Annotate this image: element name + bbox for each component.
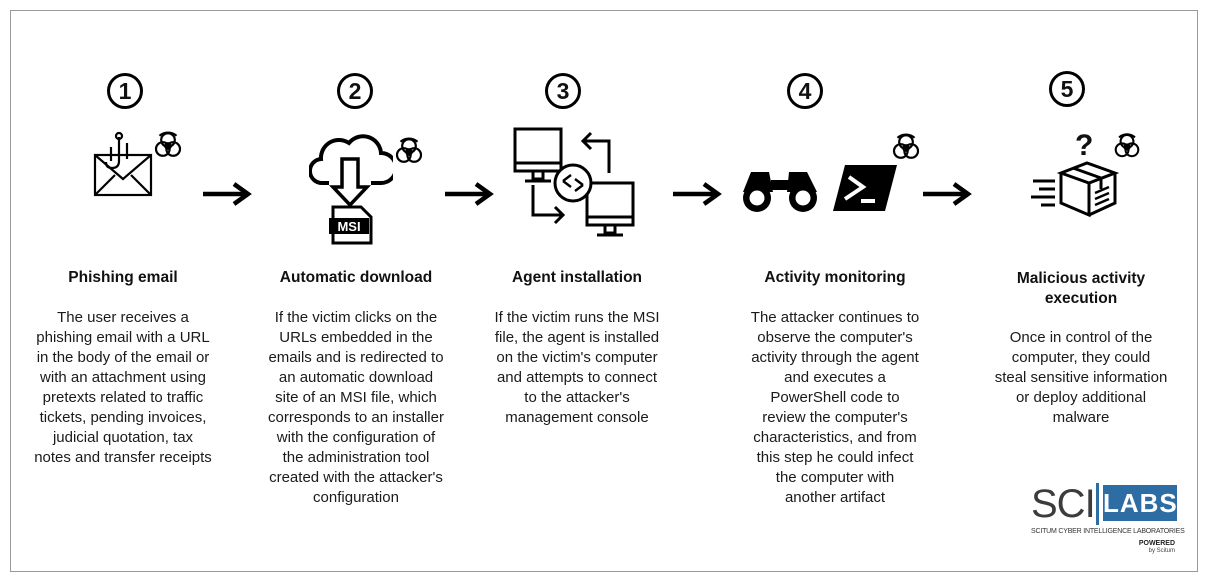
biohazard-icon <box>889 131 923 165</box>
remote-connection-icon <box>513 127 635 237</box>
step-number-1: 1 <box>107 73 143 109</box>
logo-sci-text: SCI <box>1031 482 1096 526</box>
logo-by: by Scitum <box>1148 548 1175 554</box>
logo-labs-badge: LABS <box>1103 485 1177 521</box>
step-number-4: 4 <box>787 73 823 109</box>
cloud-download-icon: MSI <box>309 134 393 245</box>
step-number-3: 3 <box>545 73 581 109</box>
msi-file-icon: MSI <box>329 205 373 245</box>
step-number-2: 2 <box>337 73 373 109</box>
step-title: Malicious activity execution <box>1016 270 1146 307</box>
step-title: Automatic download <box>279 269 433 286</box>
step-title: Phishing email <box>68 269 178 286</box>
svg-text:MSI: MSI <box>337 219 360 234</box>
arrow-right-icon <box>921 181 973 207</box>
biohazard-icon <box>1111 131 1143 163</box>
scilabs-logo: SCI LABS SCITUM CYBER INTELLIGENCE LABOR… <box>1031 481 1185 561</box>
arrow-right-icon <box>443 181 495 207</box>
step-number-5: 5 <box>1049 71 1085 107</box>
arrow-right-icon <box>201 181 253 207</box>
logo-powered: POWERED <box>1138 540 1175 547</box>
unknown-package-icon <box>1031 161 1120 218</box>
powershell-icon <box>833 165 897 211</box>
phishing-email-icon <box>93 131 153 197</box>
question-mark-icon: ? <box>1075 129 1094 162</box>
biohazard-icon <box>392 135 426 169</box>
logo-tagline: SCITUM CYBER INTELLIGENCE LABORATORIES <box>1031 528 1185 535</box>
step-title: Agent installation <box>511 269 643 286</box>
binoculars-icon <box>743 172 817 212</box>
logo-divider <box>1096 483 1099 525</box>
arrow-right-icon <box>671 181 723 207</box>
step-title: Activity monitoring <box>764 269 906 286</box>
biohazard-icon <box>151 129 185 163</box>
